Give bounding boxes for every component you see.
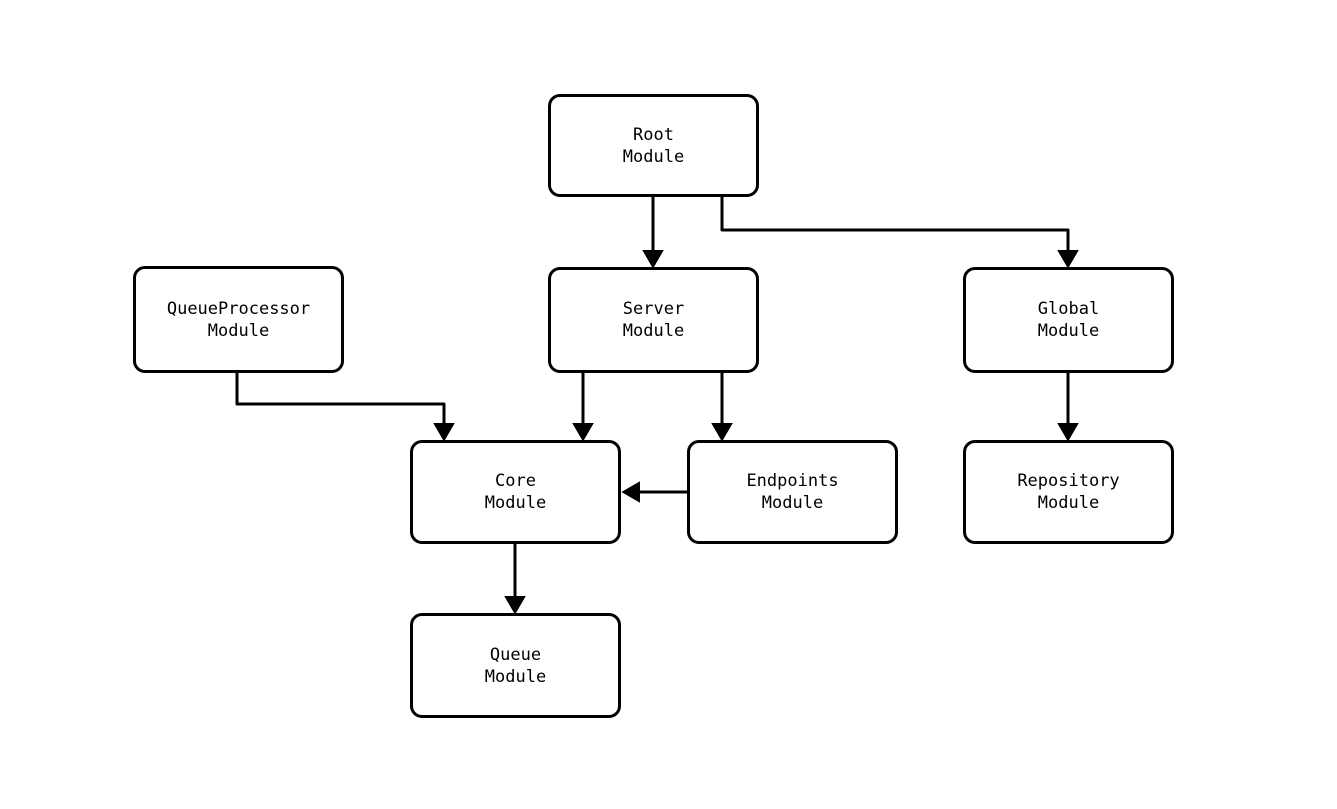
- node-queue-module-label: Queue Module: [484, 644, 547, 687]
- node-root-module[interactable]: Root Module: [548, 94, 759, 197]
- node-core-module[interactable]: Core Module: [410, 440, 621, 544]
- edge-queueprocessor-to-core: [235, 373, 455, 442]
- node-repository-module-label: Repository Module: [1017, 471, 1120, 513]
- node-queueprocessor-module[interactable]: QueueProcessor Module: [133, 266, 344, 373]
- node-root-module-label: Root Module: [622, 124, 685, 167]
- node-global-module[interactable]: Global Module: [963, 267, 1174, 373]
- node-core-module-label: Core Module: [484, 471, 547, 513]
- node-global-module-label: Global Module: [1037, 299, 1100, 341]
- node-server-module-label: Server Module: [622, 299, 685, 341]
- node-queueprocessor-module-label: QueueProcessor Module: [166, 298, 311, 341]
- node-endpoints-module[interactable]: Endpoints Module: [687, 440, 898, 544]
- node-repository-module[interactable]: Repository Module: [963, 440, 1174, 544]
- node-endpoints-module-label: Endpoints Module: [746, 471, 839, 513]
- edge-root-to-global: [720, 197, 1079, 269]
- node-queue-module[interactable]: Queue Module: [410, 613, 621, 718]
- node-server-module[interactable]: Server Module: [548, 267, 759, 373]
